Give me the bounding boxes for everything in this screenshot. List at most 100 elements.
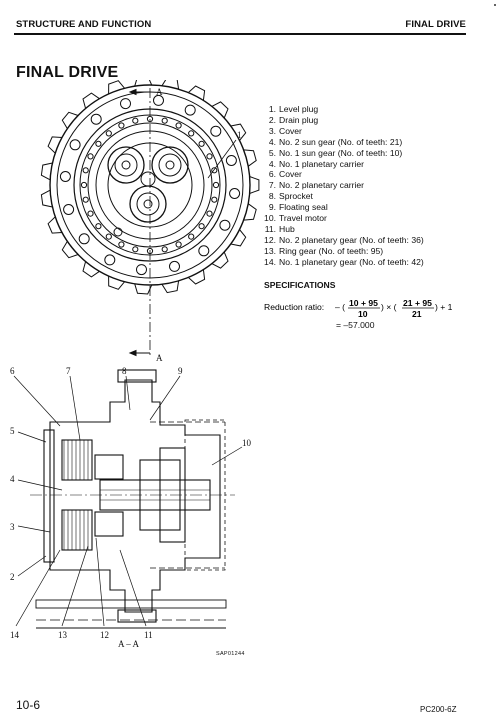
header-topic: FINAL DRIVE	[405, 19, 466, 30]
bolt	[175, 241, 182, 248]
parts-list-item: 3.Cover	[268, 125, 302, 136]
bolt	[80, 181, 88, 189]
page-number: 10-6	[16, 698, 41, 712]
section-marker-bottom: A	[156, 353, 163, 363]
bolt	[211, 167, 218, 174]
parts-list-item: 6.Cover	[268, 169, 302, 180]
parts-list-item: 8.Sprocket	[268, 191, 313, 202]
bolt	[105, 130, 112, 137]
callout-10: 10	[242, 438, 252, 448]
ratio-prefix: – (	[335, 302, 345, 312]
bolt	[118, 122, 125, 129]
callout-14: 14	[10, 630, 20, 640]
gear-hatching	[63, 440, 89, 550]
flange-hole	[198, 245, 210, 257]
bolt	[188, 233, 195, 240]
flange-hole	[210, 125, 222, 137]
page-title: FINAL DRIVE	[16, 64, 119, 81]
bolt	[132, 246, 139, 253]
parts-list-item: 4.No. 1 planetary carrier	[268, 158, 365, 169]
callout-2: 2	[10, 572, 15, 582]
parts-list-item: 4.No. 2 sun gear (No. of teeth: 21)	[268, 136, 403, 147]
section-marker-top: A	[156, 87, 163, 97]
sectional-view	[13, 369, 243, 629]
section-view-label: A – A	[118, 639, 140, 649]
callout-7: 7	[66, 366, 71, 376]
header-section: STRUCTURE AND FUNCTION	[16, 19, 152, 30]
bolt	[87, 153, 94, 160]
flange-hole	[136, 264, 147, 276]
callout-13: 13	[58, 630, 68, 640]
bolt	[188, 130, 195, 137]
planetary-gear-right	[151, 146, 189, 184]
flange-hole	[90, 113, 102, 125]
bolt	[95, 223, 102, 230]
header-rule	[14, 33, 466, 35]
fraction1-numerator: 10 + 95	[349, 298, 378, 308]
bolt	[118, 241, 125, 248]
sun-gear	[140, 171, 156, 187]
flange-hole	[169, 260, 180, 272]
planetary-gear-left	[107, 146, 145, 184]
sprocket-tooth	[108, 275, 125, 290]
bolt	[198, 223, 205, 230]
final-drive-drawing: 1 A A 6 7 8 9 5 10 4 3 2 14 13 12 11 A –…	[10, 80, 260, 649]
sprocket-tooth	[134, 80, 153, 87]
callout-11: 11	[144, 630, 153, 640]
callout-5: 5	[10, 426, 15, 436]
callout-9: 9	[178, 366, 183, 376]
ratio-times: ) × (	[381, 302, 397, 312]
callout-3: 3	[10, 522, 15, 532]
sprocket-tooth	[230, 229, 247, 247]
sprocket-tooth	[230, 123, 247, 141]
parts-list-item: 9.Floating seal	[268, 202, 328, 213]
sprocket-tooth	[187, 269, 206, 285]
callout-1: 1	[237, 130, 242, 140]
sprocket-tooth	[82, 261, 100, 278]
planetary-gear-bottom	[129, 185, 167, 223]
sprocket-tooth	[161, 80, 180, 90]
callout-6: 6	[10, 366, 15, 376]
parts-list-item: 14.No. 1 planetary gear (No. of teeth: 4…	[264, 256, 424, 267]
bolt-circle	[80, 115, 220, 255]
flange-hole	[78, 233, 90, 245]
callout-8: 8	[122, 366, 127, 376]
flange-hole	[59, 171, 71, 182]
specifications-heading: SPECIFICATIONS	[264, 280, 336, 290]
flange-hole	[104, 254, 116, 266]
ratio-result: = –57.000	[336, 320, 375, 330]
flange-holes	[59, 94, 241, 276]
flange-hole	[225, 155, 237, 166]
bolt	[206, 210, 213, 217]
bolt	[132, 117, 139, 124]
sprocket-teeth	[40, 80, 260, 295]
sprocket-tooth	[243, 149, 257, 167]
reduction-ratio-formula: Reduction ratio: – ( 10 + 95 10 ) × ( 21…	[264, 298, 453, 319]
flange-hole	[63, 204, 75, 215]
flange-hole	[184, 104, 196, 116]
bolt	[95, 140, 102, 147]
flange-hole	[229, 188, 241, 199]
bolt	[105, 233, 112, 240]
parts-list-item: 2.Drain plug	[268, 114, 319, 125]
ratio-suffix: ) + 1	[435, 302, 453, 312]
sprocket-tooth	[108, 80, 125, 95]
parts-list-item: 12.No. 2 planetary gear (No. of teeth: 3…	[264, 234, 424, 245]
parts-list-item: 10.Travel motor	[264, 213, 327, 224]
bolt	[82, 196, 89, 203]
sprocket-tooth	[82, 92, 100, 109]
sprocket-tooth	[47, 216, 63, 234]
flange-hole	[69, 139, 81, 151]
parts-list-item: 13.Ring gear (No. of teeth: 95)	[264, 245, 384, 256]
flange-hole	[120, 98, 131, 110]
bolt	[161, 246, 168, 253]
sprocket-tooth	[211, 251, 229, 269]
sprocket-tooth	[47, 136, 63, 154]
sprocket-tooth	[211, 101, 229, 119]
sprocket-tooth	[61, 241, 79, 259]
sprocket-tooth	[243, 203, 257, 221]
sprocket-tooth	[40, 189, 53, 208]
ratio-label: Reduction ratio:	[264, 302, 324, 312]
model-code: PC200-6Z	[420, 705, 457, 714]
bolt	[175, 122, 182, 129]
